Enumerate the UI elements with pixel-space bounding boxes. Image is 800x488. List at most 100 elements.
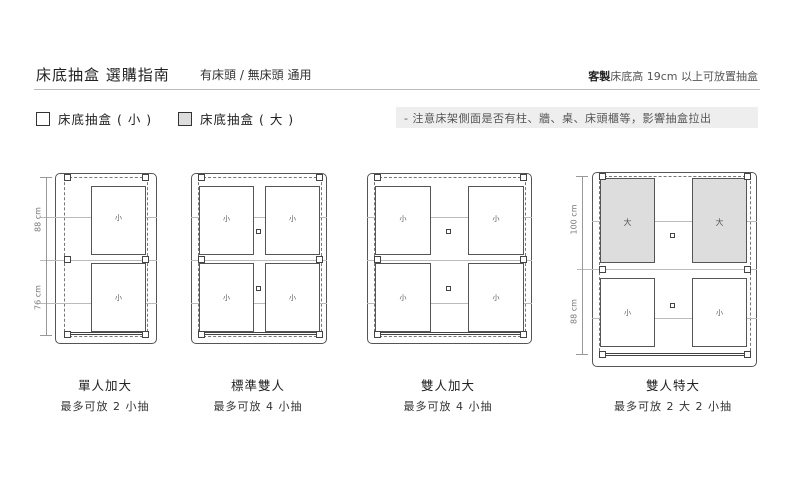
guide-line <box>367 303 532 304</box>
bed-post <box>374 331 381 338</box>
guide-line <box>577 269 757 270</box>
footboard <box>602 353 748 356</box>
bed-post <box>142 256 149 263</box>
bed-post <box>64 331 71 338</box>
footboard <box>201 332 319 335</box>
small-drawer <box>600 278 655 347</box>
drawer-label: 小 <box>716 309 723 317</box>
center-leg <box>670 233 675 238</box>
small-drawer <box>375 263 431 332</box>
guide-line <box>40 260 157 261</box>
legend-large: 床底抽盒 ( 大 ) <box>178 109 294 128</box>
large-drawer <box>600 178 655 263</box>
bed-post <box>316 174 323 181</box>
legend-small-label: 床底抽盒 ( 小 ) <box>58 112 153 127</box>
drawer-label: 小 <box>289 294 296 302</box>
bed-post <box>520 174 527 181</box>
bed-post <box>520 256 527 263</box>
guide-line <box>592 318 757 319</box>
dimension-line <box>46 177 47 335</box>
bed-post <box>744 266 751 273</box>
drawer-label: 小 <box>399 215 407 223</box>
custom-note-text: 床底高 19cm 以上可放置抽盒 <box>610 70 758 83</box>
legend-large-label: 床底抽盒 ( 大 ) <box>200 112 295 127</box>
small-drawer <box>692 278 747 347</box>
small-drawer <box>199 263 254 332</box>
center-leg <box>446 229 451 234</box>
bed-name: 單人加大 <box>77 378 132 393</box>
drawer-label: 小 <box>492 215 500 223</box>
large-drawer-swatch <box>178 111 192 126</box>
center-leg <box>256 286 261 291</box>
bed-post <box>744 173 751 180</box>
bed-post <box>374 256 381 263</box>
dimension-tick <box>576 354 588 355</box>
dimension-line <box>582 176 583 354</box>
warning-note: - 注意床架側面是否有柱、牆、桌、床頭櫃等，影響抽盒拉出 <box>396 107 758 128</box>
dimension-tick <box>576 176 588 177</box>
guide-line <box>191 217 327 218</box>
large-drawer <box>692 178 747 263</box>
bed-post <box>316 256 323 263</box>
bed-frame <box>55 173 157 344</box>
drawer-label: 小 <box>223 294 230 302</box>
small-drawer <box>199 186 254 255</box>
bed-post <box>198 174 205 181</box>
dimension-tick <box>40 177 52 178</box>
small-drawer-swatch <box>36 111 50 126</box>
small-drawer <box>265 263 320 332</box>
small-drawer <box>91 186 146 255</box>
bed-post <box>374 174 381 181</box>
custom-note: 客製床底高 19cm 以上可放置抽盒 <box>588 68 758 84</box>
small-drawer <box>91 263 146 332</box>
bed-name: 雙人加大 <box>420 378 475 393</box>
small-drawer <box>375 186 431 255</box>
footboard <box>67 332 147 335</box>
drawer-label: 小 <box>223 215 230 223</box>
guide-line <box>367 260 532 261</box>
guide-line <box>367 217 532 218</box>
bed-capacity: 最多可放 2 大 2 小抽 <box>614 400 732 413</box>
bed-frame <box>367 173 532 344</box>
drawer-label: 大 <box>623 218 632 227</box>
dimension-tick <box>40 335 52 336</box>
small-drawer <box>468 186 524 255</box>
bed-capacity: 最多可放 4 小抽 <box>403 400 493 413</box>
bed-post <box>599 266 606 273</box>
page-title: 床底抽盒 選購指南 <box>36 66 170 84</box>
bed-post <box>198 256 205 263</box>
bed-frame <box>191 173 327 344</box>
bed-post <box>64 174 71 181</box>
footboard <box>377 332 523 335</box>
center-leg <box>670 303 675 308</box>
dimension-label: 88 cm <box>33 207 43 232</box>
bed-capacity: 最多可放 2 小抽 <box>60 400 150 413</box>
drawer-label: 小 <box>115 294 122 302</box>
dimension-label: 100 cm <box>569 204 579 235</box>
drawer-label: 小 <box>115 214 122 222</box>
drawer-label: 小 <box>492 294 500 302</box>
bed-post <box>64 256 71 263</box>
dimension-label: 88 cm <box>569 299 579 324</box>
center-leg <box>446 286 451 291</box>
bed-post <box>142 174 149 181</box>
bed-post <box>198 331 205 338</box>
small-drawer <box>265 186 320 255</box>
guide-line <box>191 303 327 304</box>
drawer-label: 大 <box>715 218 724 227</box>
small-drawer <box>468 263 524 332</box>
bed-post <box>142 331 149 338</box>
dimension-label: 76 cm <box>33 285 43 310</box>
bed-post <box>316 331 323 338</box>
custom-note-bold: 客製 <box>588 70 611 83</box>
bed-post <box>599 173 606 180</box>
bed-capacity: 最多可放 4 小抽 <box>213 400 303 413</box>
center-leg <box>256 229 261 234</box>
bed-name: 雙人特大 <box>645 378 700 393</box>
drawer-label: 小 <box>399 294 407 302</box>
legend-small: 床底抽盒 ( 小 ) <box>36 109 152 128</box>
drawer-label: 小 <box>289 215 296 223</box>
header-divider <box>34 89 760 90</box>
bed-post <box>520 331 527 338</box>
page-subtitle: 有床頭 / 無床頭 通用 <box>200 68 312 82</box>
